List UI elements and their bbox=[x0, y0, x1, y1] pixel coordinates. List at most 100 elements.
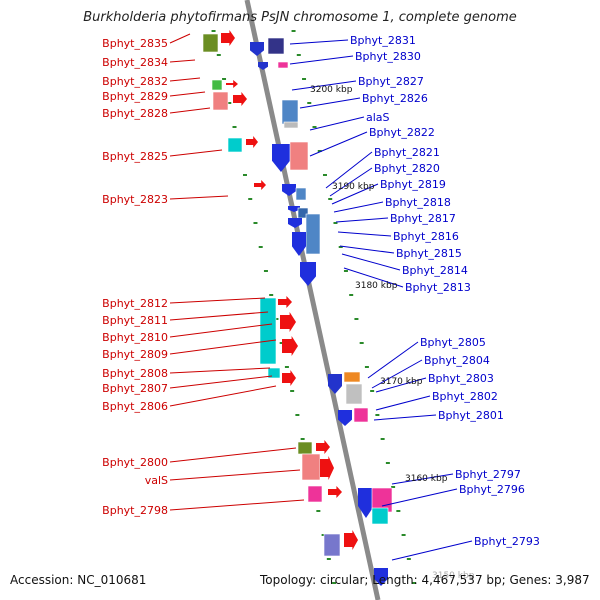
gene-label-left: Bphyt_2832 bbox=[102, 75, 168, 88]
gene-label-right: Bphyt_2816 bbox=[393, 230, 459, 243]
guide-dot bbox=[216, 54, 221, 56]
gene-arrow bbox=[316, 440, 330, 454]
gene-block bbox=[277, 61, 289, 69]
gene-block bbox=[227, 137, 243, 153]
guide-dot bbox=[222, 78, 227, 80]
leader-line bbox=[169, 59, 196, 63]
gene-arrow bbox=[344, 530, 358, 550]
gene-label-left: Bphyt_2810 bbox=[102, 331, 168, 344]
leader-line bbox=[169, 323, 273, 338]
gene-label-right: Bphyt_2805 bbox=[420, 336, 486, 349]
leader-line bbox=[169, 499, 305, 511]
guide-dot bbox=[263, 270, 268, 272]
leader-line bbox=[291, 80, 357, 91]
guide-dot bbox=[359, 342, 364, 344]
leader-line bbox=[299, 97, 361, 109]
guide-dot bbox=[317, 150, 322, 152]
gene-arrow bbox=[292, 232, 306, 256]
guide-dot bbox=[242, 174, 247, 176]
gene-label-right: Bphyt_2796 bbox=[459, 483, 525, 496]
chromosome-axis bbox=[244, 0, 381, 600]
gene-arrow bbox=[288, 218, 302, 228]
guide-dot bbox=[333, 222, 338, 224]
gene-label-left: Bphyt_2807 bbox=[102, 382, 168, 395]
guide-dot bbox=[279, 342, 284, 344]
gene-label-right: Bphyt_2831 bbox=[350, 34, 416, 47]
gene-block bbox=[281, 99, 299, 125]
leader-line bbox=[325, 151, 373, 189]
leader-line bbox=[169, 195, 229, 200]
leader-line bbox=[169, 33, 191, 44]
gene-arrow bbox=[288, 206, 300, 212]
guide-dot bbox=[248, 198, 253, 200]
guide-dot bbox=[211, 30, 216, 32]
kbp-label: 3160 kbp bbox=[405, 474, 448, 484]
guide-dot bbox=[321, 534, 326, 536]
guide-dot bbox=[258, 246, 263, 248]
gene-arrow bbox=[254, 180, 266, 190]
gene-arrow bbox=[246, 136, 258, 148]
gene-block bbox=[371, 507, 389, 525]
gene-arrow bbox=[358, 488, 374, 518]
guide-dot bbox=[391, 486, 396, 488]
guide-dot bbox=[291, 30, 296, 32]
leader-line bbox=[289, 39, 349, 45]
guide-dot bbox=[232, 126, 237, 128]
gene-block bbox=[267, 367, 281, 379]
gene-arrow bbox=[328, 374, 342, 394]
gene-arrow bbox=[300, 262, 316, 286]
gene-block bbox=[267, 37, 285, 55]
guide-dot bbox=[401, 534, 406, 536]
guide-dot bbox=[274, 318, 279, 320]
leader-line bbox=[169, 367, 271, 374]
leader-line bbox=[169, 375, 273, 389]
gene-label-right: Bphyt_2827 bbox=[358, 75, 424, 88]
gene-block bbox=[297, 207, 309, 219]
gene-label-right: Bphyt_2826 bbox=[362, 92, 428, 105]
leader-line bbox=[289, 55, 354, 65]
gene-label-left: Bphyt_2828 bbox=[102, 107, 168, 120]
leader-line bbox=[335, 217, 389, 223]
gene-arrow bbox=[338, 410, 352, 426]
gene-label-right: Bphyt_2813 bbox=[405, 281, 471, 294]
gene-arrow bbox=[328, 486, 342, 498]
gene-block bbox=[297, 441, 313, 455]
gene-label-right: Bphyt_2819 bbox=[380, 178, 446, 191]
guide-dot bbox=[227, 102, 232, 104]
guide-dot bbox=[322, 174, 327, 176]
gene-arrow bbox=[258, 62, 268, 70]
leader-line bbox=[169, 297, 266, 304]
guide-dot bbox=[295, 414, 300, 416]
guide-dot bbox=[375, 414, 380, 416]
leader-line bbox=[381, 488, 458, 507]
leader-line bbox=[329, 167, 373, 197]
guide-dot bbox=[300, 438, 305, 440]
gene-label-left: Bphyt_2811 bbox=[102, 314, 168, 327]
leader-line bbox=[169, 149, 223, 157]
gene-arrow bbox=[320, 456, 334, 480]
guide-dot bbox=[412, 582, 417, 584]
gene-arrow bbox=[282, 184, 296, 196]
gene-arrow bbox=[221, 30, 235, 46]
guide-dot bbox=[349, 294, 354, 296]
gene-label-right: Bphyt_2821 bbox=[374, 146, 440, 159]
gene-label-right: Bphyt_2822 bbox=[369, 126, 435, 139]
gene-label-right: Bphyt_2818 bbox=[385, 196, 451, 209]
gene-blocks bbox=[202, 30, 393, 586]
leader-line bbox=[375, 395, 431, 411]
gene-label-left: Bphyt_2825 bbox=[102, 150, 168, 163]
guide-dot bbox=[284, 366, 289, 368]
guide-dot bbox=[380, 438, 385, 440]
gene-block bbox=[283, 121, 299, 129]
gene-arrow bbox=[272, 144, 290, 172]
gene-arrow bbox=[250, 42, 264, 56]
leader-line bbox=[331, 183, 379, 205]
leader-line bbox=[169, 311, 269, 321]
gene-label-left: Bphyt_2806 bbox=[102, 400, 168, 413]
gene-arrow bbox=[282, 336, 298, 356]
leader-line bbox=[169, 107, 211, 114]
guide-dot bbox=[307, 102, 312, 104]
guide-dot bbox=[332, 582, 337, 584]
gene-block bbox=[289, 141, 309, 171]
